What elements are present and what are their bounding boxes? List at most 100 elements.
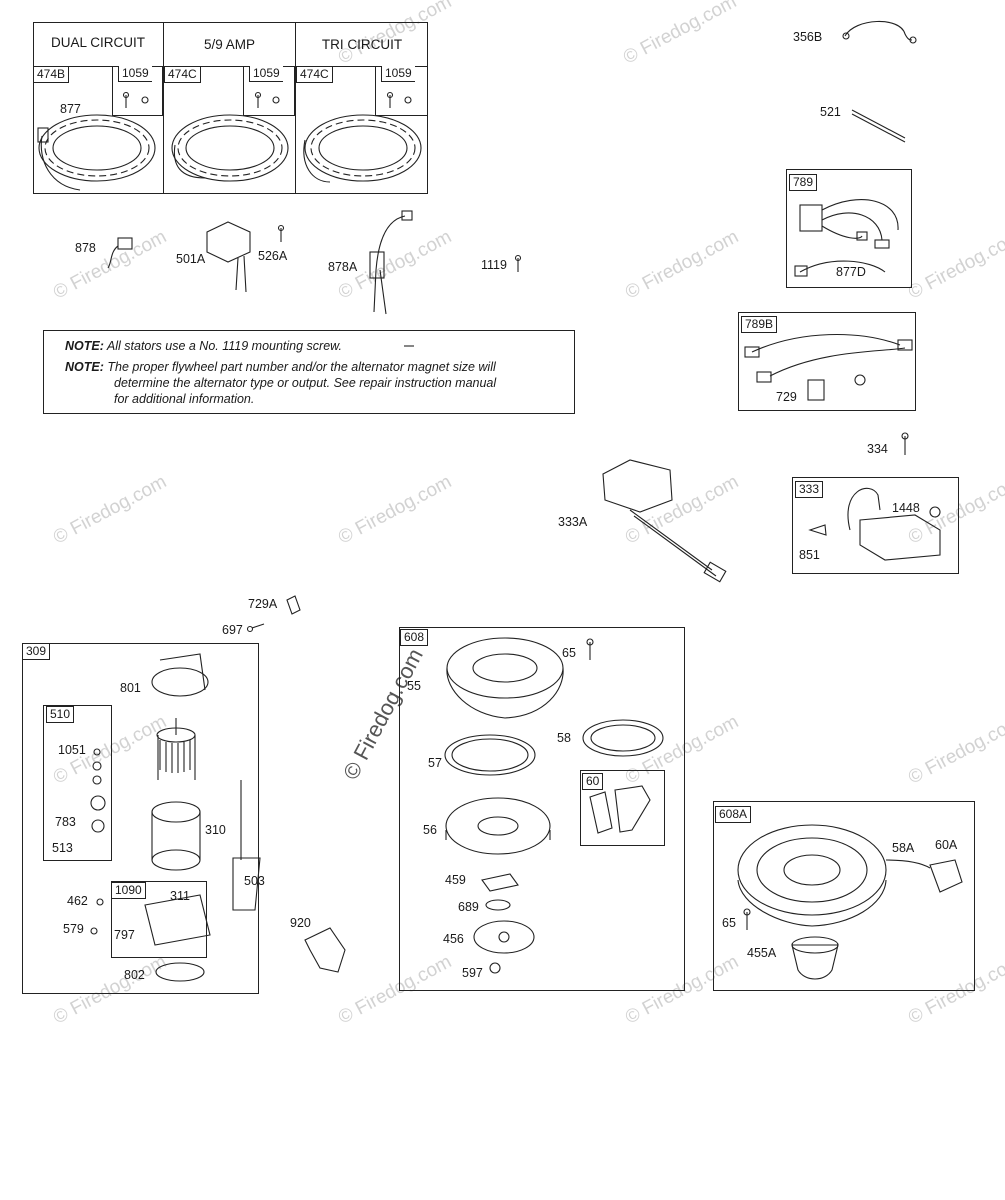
- tag-789: 789: [789, 174, 818, 191]
- wire-harness-icon: [303, 139, 331, 183]
- part-526a: 526A: [258, 249, 288, 263]
- part-65: 65: [562, 646, 576, 660]
- note-2-line-2: determine the alternator type or output.…: [114, 376, 497, 390]
- part-801: 801: [120, 681, 141, 695]
- tag-333: 333: [795, 481, 824, 498]
- nut-icon: [272, 96, 280, 104]
- pulley-icon: [445, 797, 551, 855]
- part-878a: 878A: [328, 260, 358, 274]
- group-309-box: [22, 643, 259, 994]
- rod-icon: [851, 109, 906, 139]
- ignition-coil-icon: [602, 459, 727, 583]
- header-dual-circuit: DUAL CIRCUIT: [50, 35, 145, 50]
- handle-icon: [589, 785, 651, 834]
- screw-icon: [743, 908, 751, 930]
- part-356b: 356B: [793, 30, 823, 44]
- wire-harness-icon: [842, 20, 917, 44]
- part-513: 513: [52, 841, 73, 855]
- part-311: 311: [170, 889, 190, 903]
- washer-icon: [485, 899, 511, 911]
- spring-icon: [582, 719, 664, 757]
- tag-60: 60: [582, 773, 604, 790]
- wire-harness-icon: [744, 333, 913, 401]
- tag-1059: 1059: [249, 66, 283, 82]
- tag-1059: 1059: [381, 66, 415, 82]
- stator-icon: [38, 114, 156, 182]
- screw-icon: [586, 638, 594, 660]
- screw-icon: [122, 91, 130, 108]
- note-2-line-3: for additional information.: [114, 392, 255, 406]
- part-521: 521: [820, 105, 841, 119]
- part-310: 310: [205, 823, 226, 837]
- part-57: 57: [428, 756, 442, 770]
- table-divider: [295, 22, 296, 194]
- note-2: NOTE: The proper flywheel part number an…: [65, 360, 496, 374]
- group-789-box: [786, 169, 912, 288]
- tag-608a: 608A: [715, 806, 752, 823]
- part-797: 797: [114, 928, 135, 942]
- part-783: 783: [55, 815, 76, 829]
- part-597: 597: [462, 966, 483, 980]
- notes-box: [43, 330, 575, 414]
- part-56: 56: [423, 823, 437, 837]
- handle-icon: [885, 859, 963, 893]
- part-1448: 1448: [892, 501, 920, 515]
- part-920: 920: [290, 916, 311, 930]
- screw-icon: [254, 91, 262, 108]
- nut-icon: [404, 96, 412, 104]
- connector-icon: [37, 127, 49, 143]
- part-1051: 1051: [58, 743, 86, 757]
- part-877d: 877D: [836, 265, 866, 279]
- tag-510: 510: [46, 706, 75, 723]
- screw-icon: [386, 91, 394, 108]
- wire-harness-icon: [40, 135, 81, 191]
- part-503: 503: [244, 874, 265, 888]
- part-689: 689: [458, 900, 479, 914]
- part-459: 459: [445, 873, 466, 887]
- part-55: 55: [407, 679, 421, 693]
- part-501a: 501A: [176, 252, 206, 266]
- group-789b-box: [738, 312, 916, 411]
- screw-icon: [514, 254, 522, 272]
- part-462: 462: [67, 894, 88, 908]
- cup-icon: [791, 936, 839, 980]
- part-729a: 729A: [248, 597, 278, 611]
- screw-icon: [489, 962, 501, 974]
- part-878: 878: [75, 241, 96, 255]
- tag-789b: 789B: [741, 316, 778, 333]
- pawl-icon: [481, 873, 519, 892]
- header-tri-circuit: TRI CIRCUIT: [321, 37, 403, 52]
- module-icon: [206, 221, 251, 293]
- bracket-icon: [304, 927, 346, 973]
- part-579: 579: [63, 922, 84, 936]
- wire-harness-icon: [794, 199, 899, 277]
- wire-harness-icon: [369, 210, 413, 315]
- table-divider: [33, 66, 428, 67]
- screw-icon: [901, 432, 909, 455]
- part-334: 334: [867, 442, 888, 456]
- tag-474c: 474C: [296, 66, 333, 83]
- nut-icon: [141, 96, 149, 104]
- part-729: 729: [776, 390, 797, 404]
- tag-474b: 474B: [33, 66, 70, 83]
- part-851: 851: [799, 548, 820, 562]
- spring-icon: [444, 734, 536, 776]
- screw-icon: [246, 623, 265, 633]
- ignition-coil-icon: [808, 487, 941, 561]
- header-5-9-amp: 5/9 AMP: [203, 37, 256, 52]
- part-58a: 58A: [892, 841, 915, 855]
- part-65-b: 65: [722, 916, 736, 930]
- recoil-cover-icon: [446, 637, 564, 719]
- starter-motor-icon: [90, 653, 261, 982]
- group-608-box: [399, 627, 685, 991]
- group-608a-box: [713, 801, 975, 991]
- stator-icon: [304, 114, 422, 182]
- recoil-cover-icon: [737, 824, 887, 927]
- tag-608: 608: [400, 629, 429, 646]
- tag-1059: 1059: [118, 66, 152, 82]
- stator-icon: [171, 114, 289, 182]
- part-877: 877: [60, 102, 81, 116]
- tag-1090: 1090: [111, 882, 146, 899]
